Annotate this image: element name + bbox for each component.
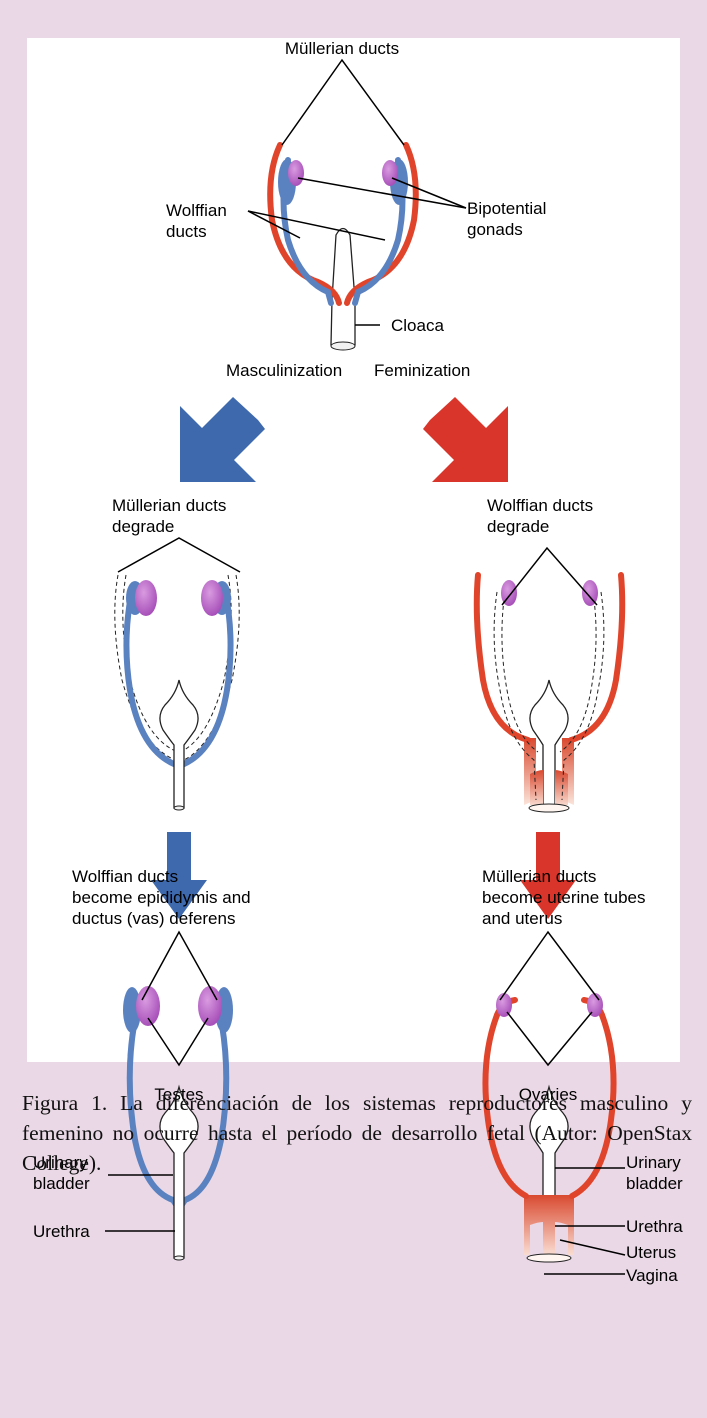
arrow-masculinization [180, 397, 265, 482]
label-cloaca: Cloaca [391, 316, 444, 335]
label-feminization: Feminization [374, 361, 470, 380]
female-final-stage: Müllerian ducts become uterine tubes and… [482, 867, 683, 1285]
label-bipotential-gonads-line2: gonads [467, 220, 523, 239]
gonad-right [201, 580, 223, 616]
female-intermediate-stage: Wolffian ducts degrade [477, 496, 622, 812]
male-final-stage: Wolffian ducts become epididymis and duc… [33, 867, 251, 1260]
label-masculinization: Masculinization [226, 361, 342, 380]
gonad-right [582, 580, 598, 606]
testis-right [198, 986, 222, 1026]
label-mullerian-become-line1: Müllerian ducts [482, 867, 596, 886]
label-wolffian-ducts-line2: ducts [166, 222, 207, 241]
indifferent-stage: Müllerian ducts Wolffian ducts Bipotenti… [166, 39, 546, 350]
figure-caption: Figura 1. La diferenciación de los siste… [22, 1088, 692, 1178]
label-wolffian-degrade-line2: degrade [487, 517, 549, 536]
label-urethra-left: Urethra [33, 1222, 90, 1241]
label-bipotential-gonads-line1: Bipotential [467, 199, 546, 218]
label-mullerian-ducts: Müllerian ducts [285, 39, 399, 58]
bipotential-gonad-right [382, 160, 398, 186]
label-wolffian-ducts-line1: Wolffian [166, 201, 227, 220]
gonad-left [135, 580, 157, 616]
label-wolffian-become-line3: ductus (vas) deferens [72, 909, 235, 928]
male-intermediate-stage: Müllerian ducts degrade [112, 496, 240, 810]
wolffian-duct-left [126, 590, 178, 772]
label-wolffian-become-line2: become epididymis and [72, 888, 251, 907]
label-urethra-right: Urethra [626, 1217, 683, 1236]
label-mullerian-degrade-line1: Müllerian ducts [112, 496, 226, 515]
arrow-feminization [423, 397, 508, 482]
label-uterus: Uterus [626, 1243, 676, 1262]
ovary-right [587, 993, 603, 1017]
bipotential-gonad-left [288, 160, 304, 186]
label-mullerian-become-line3: and uterus [482, 909, 562, 928]
label-mullerian-degrade-line2: degrade [112, 517, 174, 536]
wolffian-duct-right [180, 590, 231, 772]
cloaca-shape [331, 229, 355, 349]
label-wolffian-become-line1: Wolffian ducts [72, 867, 178, 886]
testis-left [136, 986, 160, 1026]
label-wolffian-degrade-line1: Wolffian ducts [487, 496, 593, 515]
label-vagina: Vagina [626, 1266, 678, 1285]
ovary-left [496, 993, 512, 1017]
label-mullerian-become-line2: become uterine tubes [482, 888, 646, 907]
